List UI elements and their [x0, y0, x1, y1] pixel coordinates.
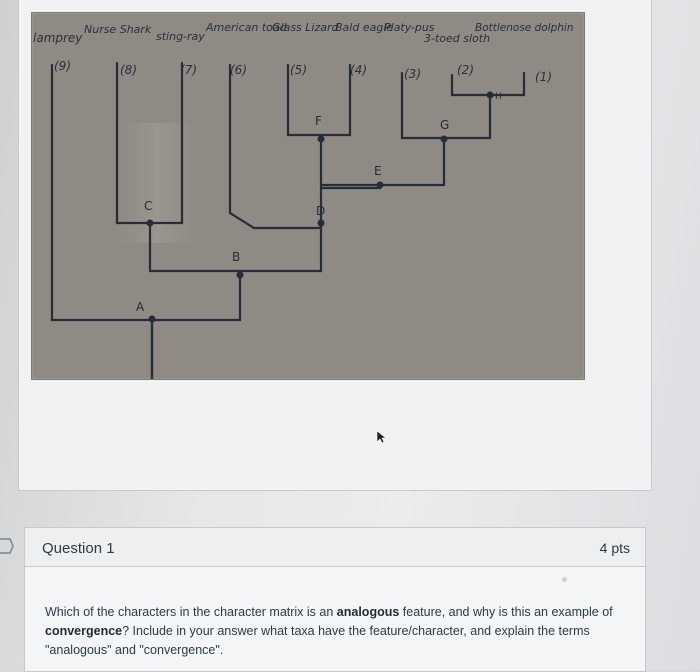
node-label-c: C — [144, 199, 152, 213]
screen-speck — [562, 577, 567, 582]
question-text-part: Which of the characters in the character… — [45, 605, 337, 619]
node-dot-b — [236, 271, 244, 279]
tree-branches — [50, 61, 526, 379]
node-label-d: D — [316, 204, 325, 218]
taxon-label-bald-eagle: Bald eagle — [335, 21, 393, 34]
question-card: Question 1 4 pts Which of the characters… — [24, 527, 646, 672]
question-keyword-convergence: convergence — [45, 624, 123, 638]
taxon-num-sloth: (2) — [457, 63, 474, 77]
node-dot-h — [486, 91, 494, 99]
node-label-b: B — [232, 250, 240, 264]
question-keyword-analogous: analogous — [336, 605, 400, 619]
taxon-label-lamprey: lamprey — [33, 31, 83, 45]
cladogram-image: lamprey (9) Nurse Shark (8) sting-ray (7… — [32, 13, 584, 379]
taxon-label-american-toad: American toad — [205, 21, 288, 34]
taxon-num-bald-eagle: (4) — [350, 63, 367, 77]
node-dot-a — [148, 315, 156, 323]
taxon-label-nurse-shark: Nurse Shark — [84, 23, 152, 36]
taxon-label-glass-lizard: Glass Lizard — [272, 21, 340, 34]
taxon-num-american-toad: (6) — [230, 63, 247, 77]
taxon-num-platypus: (3) — [404, 67, 421, 81]
node-label-a: A — [136, 300, 145, 314]
node-dot-f — [317, 135, 325, 143]
taxon-label-dolphin: Bottlenose dolphin — [475, 22, 573, 34]
taxon-label-platypus: Platy-pus — [384, 21, 435, 34]
taxon-num-glass-lizard: (5) — [290, 63, 307, 77]
node-label-h: H — [495, 92, 502, 102]
question-text: Which of the characters in the character… — [45, 603, 627, 660]
taxon-label-sloth: 3-toed sloth — [424, 32, 490, 45]
node-label-f: F — [315, 114, 322, 128]
node-dot-c — [146, 219, 154, 227]
mouse-pointer-icon — [375, 430, 387, 444]
taxon-num-nurse-shark: (8) — [120, 63, 137, 77]
node-label-e: E — [374, 164, 382, 178]
taxon-label-sting-ray: sting-ray — [156, 30, 205, 43]
question-header: Question 1 4 pts — [25, 528, 645, 567]
question-points: 4 pts — [599, 540, 630, 556]
photo-glare — [117, 123, 197, 243]
node-dot-g — [440, 135, 448, 143]
taxon-num-dolphin: (1) — [535, 70, 552, 84]
taxon-num-lamprey: (9) — [54, 59, 71, 73]
question-text-part: ? Include in your answer what taxa have … — [45, 624, 590, 657]
taxon-num-sting-ray: (7) — [180, 63, 197, 77]
cladogram-drawing: lamprey (9) Nurse Shark (8) sting-ray (7… — [32, 13, 584, 379]
question-title: Question 1 — [42, 540, 115, 557]
question-flag-icon[interactable] — [0, 537, 14, 555]
node-dot-d — [317, 219, 325, 227]
node-label-g: G — [440, 118, 449, 132]
question-text-part: feature, and why is this an example of — [399, 605, 613, 619]
node-dot-e — [376, 181, 384, 189]
